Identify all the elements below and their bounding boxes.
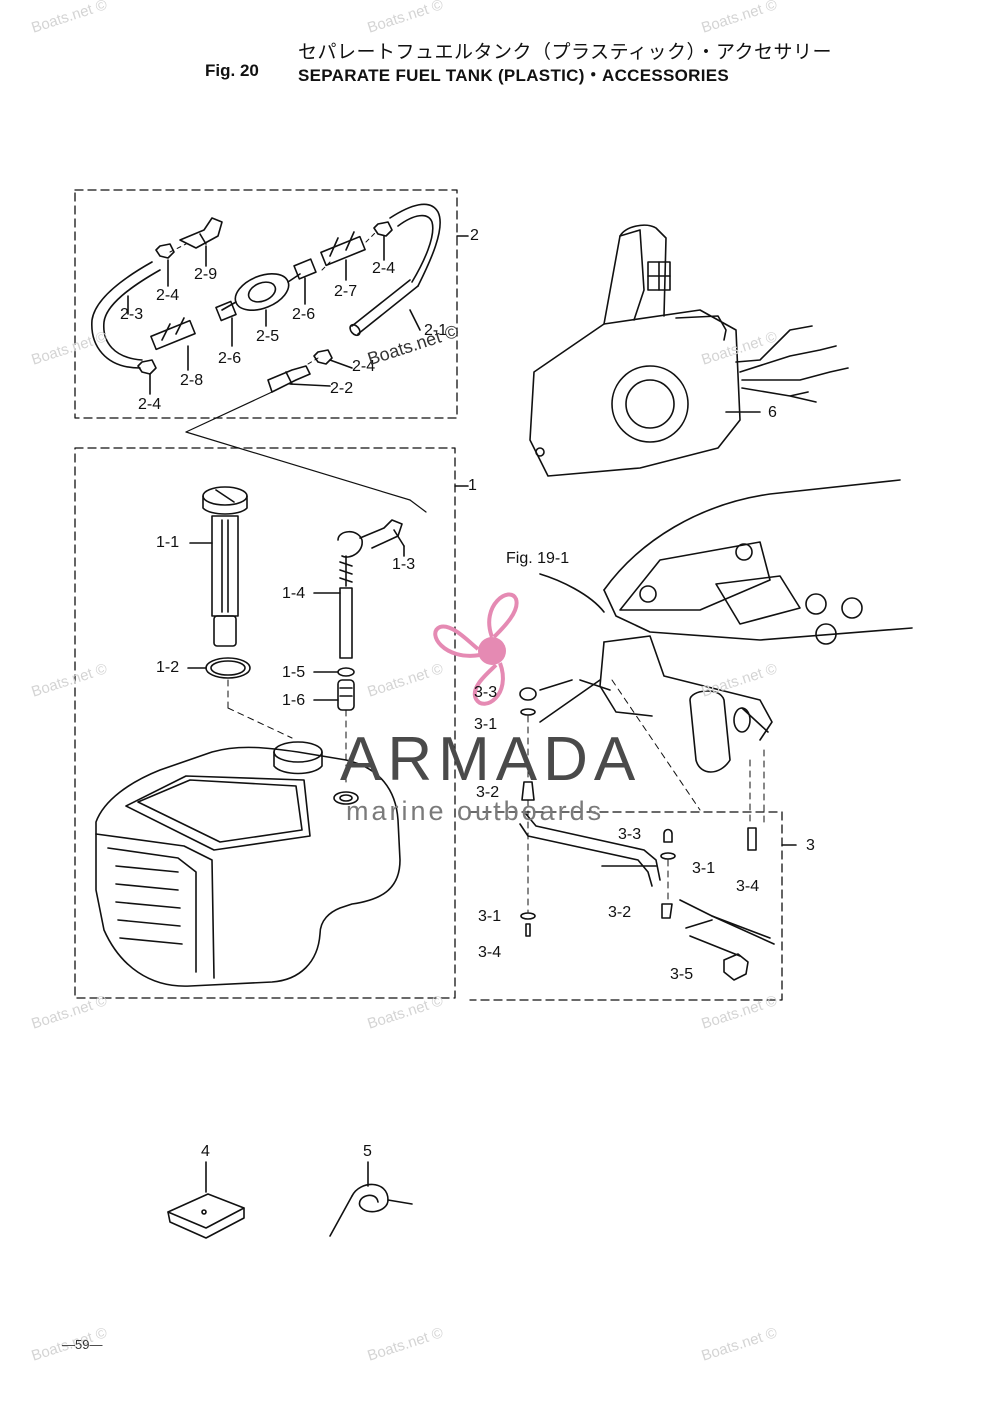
group-box-3 [469, 811, 783, 1001]
page-number: —59— [62, 1337, 103, 1352]
figure-reference-19-1: Fig. 19-1 [506, 550, 570, 567]
part-label-4: 4 [201, 1143, 210, 1160]
part-label-1-6: 1-6 [282, 692, 306, 709]
part-label-3-5: 3-5 [670, 966, 694, 983]
throttle-linkage [519, 679, 775, 981]
group-box-2 [74, 189, 458, 419]
remote-control-box [529, 224, 849, 477]
part-label-3-1: 3-1 [692, 860, 716, 877]
armada-propeller-logo [433, 592, 519, 706]
fuel-gauge [189, 486, 248, 647]
part-label-2-6: 2-6 [218, 350, 242, 367]
fuel-pickup [313, 519, 405, 711]
part-label-1-1: 1-1 [156, 534, 180, 551]
accessory-spring [329, 1161, 413, 1237]
brand-watermark: ARMADA [340, 725, 642, 794]
part-label-2-5: 2-5 [256, 328, 280, 345]
part-label-2-6: 2-6 [292, 306, 316, 323]
part-label-2-2: 2-2 [330, 380, 354, 397]
part-label-2-4: 2-4 [352, 358, 376, 375]
group-box-1 [74, 447, 456, 999]
part-label-3-2: 3-2 [608, 904, 632, 921]
part-label-3-3: 3-3 [618, 826, 642, 843]
brand-watermark-subtitle: marine outboards [346, 796, 605, 826]
part-label-5: 5 [363, 1143, 372, 1160]
part-label-2-3: 2-3 [120, 306, 144, 323]
part-label-3: 3 [806, 837, 815, 854]
part-label-3-4: 3-4 [478, 944, 502, 961]
part-label-6: 6 [768, 404, 777, 421]
part-label-2-4: 2-4 [372, 260, 396, 277]
part-label-3-3: 3-3 [474, 684, 498, 701]
part-label-2-4: 2-4 [156, 287, 180, 304]
part-label-2-8: 2-8 [180, 372, 204, 389]
part-label-3-1: 3-1 [478, 908, 502, 925]
figure-number: Fig. 20 [205, 61, 259, 80]
part-label-1: 1 [468, 477, 477, 494]
fuel-hose-assembly [91, 203, 441, 395]
outboard-bracket [539, 479, 913, 773]
page-title-japanese: セパレートフュエルタンク（プラスティック）・アクセサリー [298, 41, 833, 63]
part-label-1-4: 1-4 [282, 585, 306, 602]
part-label-1-2: 1-2 [156, 659, 180, 676]
part-label-2-4: 2-4 [138, 396, 162, 413]
part-label-3-2: 3-2 [476, 784, 500, 801]
fuel-tank [95, 741, 401, 987]
accessory-pad [167, 1161, 245, 1239]
part-label-3-4: 3-4 [736, 878, 760, 895]
part-label-1-5: 1-5 [282, 664, 306, 681]
part-label-2-9: 2-9 [194, 266, 218, 283]
part-label-1-3: 1-3 [392, 556, 416, 573]
part-label-3-1: 3-1 [474, 716, 498, 733]
part-label-2-7: 2-7 [334, 283, 358, 300]
part-label-2: 2 [470, 227, 479, 244]
part-label-2-1: 2-1 [424, 322, 448, 339]
page-title: SEPARATE FUEL TANK (PLASTIC)・ACCESSORIES [298, 66, 730, 85]
